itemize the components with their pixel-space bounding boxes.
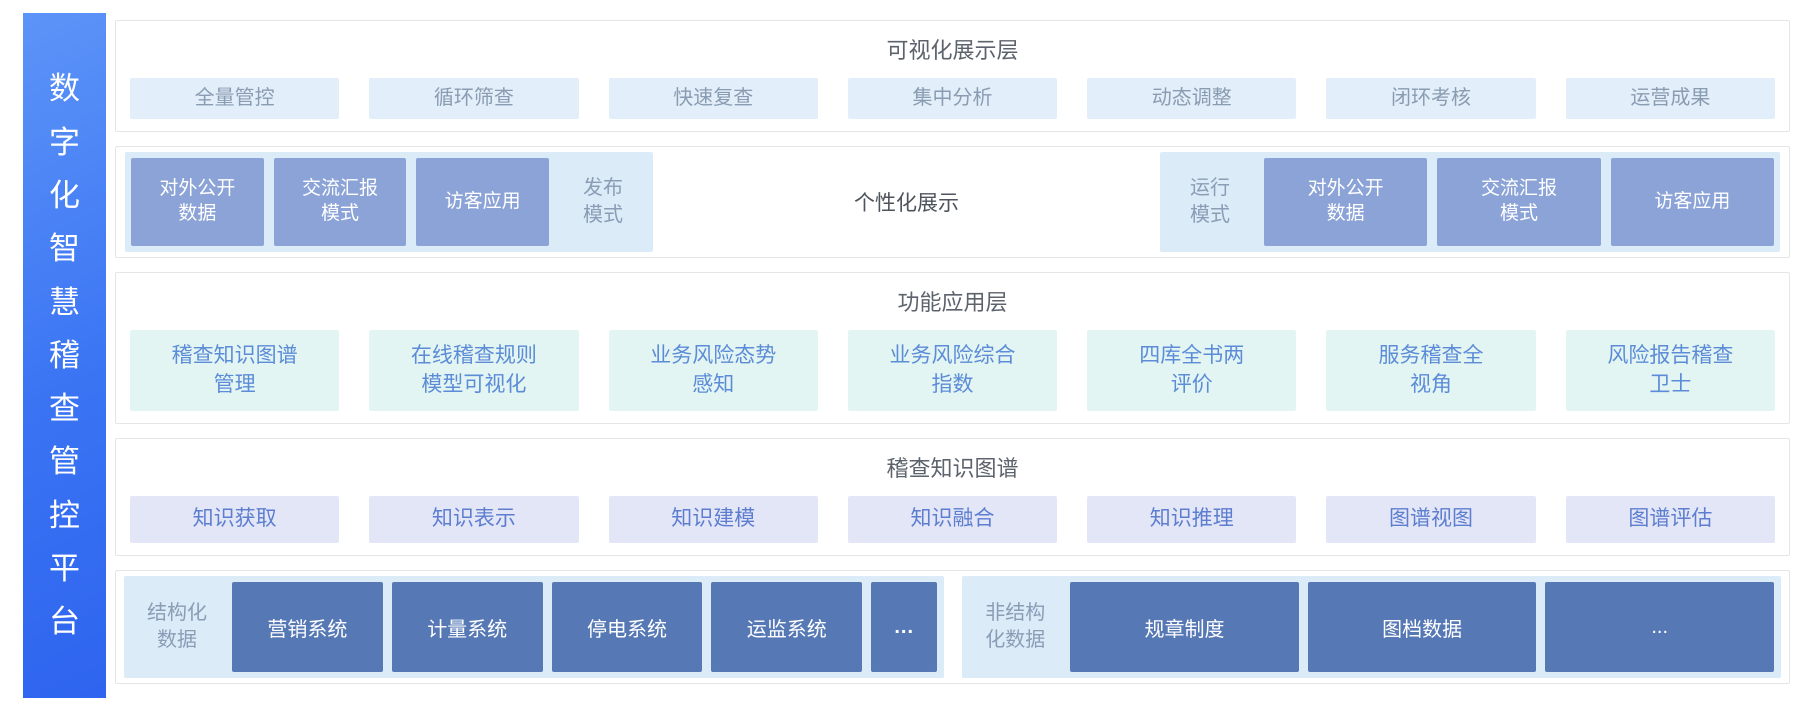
label-line: 数据 <box>157 629 197 651</box>
system-box: 计量系统 <box>391 582 543 672</box>
func-item-line: 风险报告稽查 <box>1607 344 1734 368</box>
kg-item: 知识表示 <box>369 496 579 543</box>
func-item-line: 视角 <box>1410 372 1453 396</box>
personalized-display-label: 个性化展示 <box>854 192 959 215</box>
viz-item: 动态调整 <box>1087 78 1297 119</box>
layer-function-title: 功能应用层 <box>897 290 1008 315</box>
kg-item: 知识建模 <box>608 496 818 543</box>
system-box: 图档数据 <box>1307 582 1537 672</box>
mode-box: 对外公开 数据 <box>131 158 264 246</box>
layer-knowledge-graph: 稽查知识图谱 知识获取 知识表示 知识建模 知识融合 知识推理 图谱视图 图谱评… <box>115 438 1790 556</box>
mode-box: 交流汇报 模式 <box>273 158 407 246</box>
run-mode-label: 运行 模式 <box>1166 175 1254 229</box>
structured-data-group: 结构化 数据 营销系统 计量系统 停电系统 运监系统 ... <box>124 576 945 678</box>
layer-visualization: 可视化展示层 全量管控 循环筛查 快速复查 集中分析 动态调整 闭环考核 运营成… <box>115 20 1790 132</box>
func-item: 服务稽查全 视角 <box>1326 330 1536 411</box>
func-item: 稽查知识图谱 管理 <box>130 330 340 411</box>
diagram-main: 可视化展示层 全量管控 循环筛查 快速复查 集中分析 动态调整 闭环考核 运营成… <box>115 20 1790 684</box>
func-item-line: 管理 <box>213 372 256 396</box>
publish-mode-group: 对外公开 数据 交流汇报 模式 访客应用 发布 模式 <box>125 152 653 252</box>
viz-item: 快速复查 <box>608 78 818 119</box>
mode-box: 访客应用 <box>416 158 550 246</box>
structured-data-label: 结构化 数据 <box>131 600 223 654</box>
unstructured-data-group: 非结构 化数据 规章制度 图档数据 ... <box>962 576 1781 678</box>
mode-box-line: 交流汇报 <box>1480 178 1557 200</box>
func-item: 风险报告稽查 卫士 <box>1565 330 1775 411</box>
viz-item: 循环筛查 <box>369 78 579 119</box>
func-item-line: 业务风险态势 <box>650 344 777 368</box>
func-item-line: 在线稽查规则 <box>410 344 537 368</box>
func-item-line: 稽查知识图谱 <box>171 344 298 368</box>
layer-visualization-title: 可视化展示层 <box>886 38 1019 63</box>
mode-box-line: 对外公开 <box>159 178 236 200</box>
kg-item: 知识获取 <box>130 496 340 543</box>
func-item: 在线稽查规则 模型可视化 <box>369 330 579 411</box>
publish-mode-label: 发布 模式 <box>559 175 647 229</box>
viz-item: 集中分析 <box>847 78 1058 119</box>
func-item-line: 业务风险综合 <box>889 344 1016 368</box>
visualization-items: 全量管控 循环筛查 快速复查 集中分析 动态调整 闭环考核 运营成果 <box>130 78 1775 119</box>
mode-box: 访客应用 <box>1610 158 1774 246</box>
mode-box: 对外公开 数据 <box>1264 158 1428 246</box>
kg-item: 知识融合 <box>847 496 1058 543</box>
system-box: 运监系统 <box>711 582 863 672</box>
mode-box-line: 对外公开 <box>1307 178 1384 200</box>
label-line: 运行 <box>1190 177 1230 199</box>
knowledge-graph-items: 知识获取 知识表示 知识建模 知识融合 知识推理 图谱视图 图谱评估 <box>130 496 1775 543</box>
run-mode-group: 运行 模式 对外公开 数据 交流汇报 模式 访客应用 <box>1160 152 1780 252</box>
layer-modes: 对外公开 数据 交流汇报 模式 访客应用 发布 模式 个性化展示 运行 模式 对… <box>115 146 1790 258</box>
mode-box-line: 数据 <box>1326 203 1365 224</box>
func-item: 业务风险态势 感知 <box>608 330 818 411</box>
func-item-line: 评价 <box>1170 372 1213 396</box>
system-box-more: ... <box>1545 582 1774 672</box>
mode-box-line: 模式 <box>1499 203 1538 224</box>
label-line: 结构化 <box>147 602 207 624</box>
mode-box-line: 交流汇报 <box>302 178 379 200</box>
layer-data-sources: 结构化 数据 营销系统 计量系统 停电系统 运监系统 ... 非结构 化数据 规… <box>115 570 1790 684</box>
layer-function: 功能应用层 稽查知识图谱 管理 在线稽查规则 模型可视化 业务风险态势 感知 业… <box>115 272 1790 424</box>
layer-knowledge-graph-title: 稽查知识图谱 <box>886 456 1019 481</box>
kg-item: 图谱评估 <box>1565 496 1775 543</box>
label-line: 非结构 <box>985 602 1046 624</box>
func-item-line: 四库全书两 <box>1139 344 1245 368</box>
func-item-line: 模型可视化 <box>421 372 527 396</box>
label-line: 模式 <box>1190 204 1230 226</box>
func-item: 业务风险综合 指数 <box>847 330 1058 411</box>
label-line: 发布 <box>583 177 624 199</box>
platform-banner: 数字化智慧稽查管控平台 <box>23 13 106 698</box>
mode-box-line: 模式 <box>321 203 360 224</box>
system-box: 规章制度 <box>1070 582 1299 672</box>
func-item-line: 卫士 <box>1649 372 1692 396</box>
func-item-line: 感知 <box>692 372 735 396</box>
func-item: 四库全书两 评价 <box>1087 330 1297 411</box>
label-line: 化数据 <box>985 629 1046 651</box>
viz-item: 闭环考核 <box>1326 78 1536 119</box>
viz-item: 运营成果 <box>1565 78 1775 119</box>
mode-box: 交流汇报 模式 <box>1437 158 1601 246</box>
func-item-line: 服务稽查全 <box>1378 344 1484 368</box>
func-item-line: 指数 <box>931 372 974 396</box>
system-box: 停电系统 <box>551 582 703 672</box>
kg-item: 知识推理 <box>1087 496 1297 543</box>
platform-title: 数字化智慧稽查管控平台 <box>49 71 80 640</box>
mode-box-line: 数据 <box>178 203 217 224</box>
kg-item: 图谱视图 <box>1326 496 1536 543</box>
function-items: 稽查知识图谱 管理 在线稽查规则 模型可视化 业务风险态势 感知 业务风险综合 … <box>130 330 1775 411</box>
mode-box-line: 访客应用 <box>444 190 521 212</box>
label-line: 模式 <box>583 204 624 226</box>
system-box: 营销系统 <box>232 582 383 672</box>
unstructured-data-label: 非结构 化数据 <box>969 600 1061 654</box>
system-box-more: ... <box>871 582 938 672</box>
mode-box-line: 访客应用 <box>1654 190 1731 212</box>
viz-item: 全量管控 <box>130 78 340 119</box>
